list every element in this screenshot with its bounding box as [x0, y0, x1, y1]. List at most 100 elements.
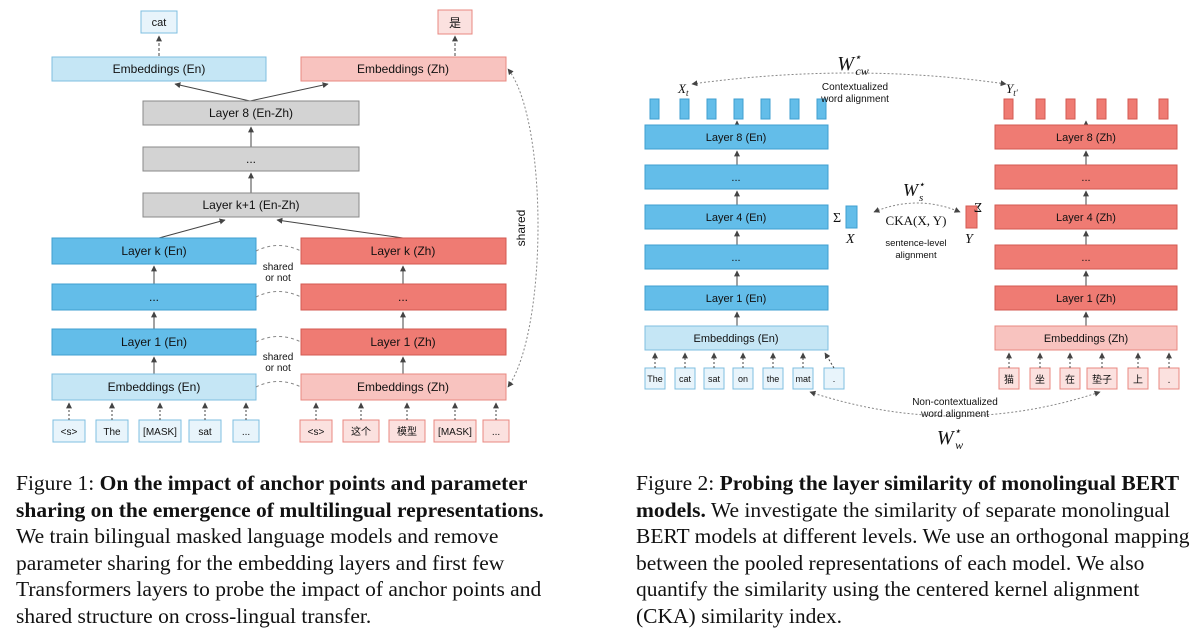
f2-zh-dots-upper [994, 164, 1178, 190]
f2-token-en-7-label: . [833, 374, 836, 384]
layer-8-shared [142, 100, 360, 126]
token-en-1-label: <s> [61, 427, 78, 438]
shared-or-not-label-1a: shared [263, 262, 294, 273]
f2-zh-layer-8-label: Layer 8 (Zh) [1056, 132, 1116, 144]
caption-1-lead: Figure 1: [16, 471, 95, 495]
caption-2-lead: Figure 2: [636, 471, 715, 495]
token-zh-3-label: 模型 [397, 425, 417, 438]
f2-token-en-5-label: the [767, 374, 780, 384]
ctx-align-label-1: Contextualized [822, 82, 888, 93]
output-embeddings-en [51, 56, 267, 82]
layer-k-zh-label: Layer k (Zh) [371, 244, 436, 258]
pooled-vector-x [845, 205, 858, 229]
vector-en-7 [816, 98, 827, 120]
output-vectors-en [649, 98, 827, 120]
f2-zh-layer-1-label: Layer 1 (Zh) [1056, 293, 1116, 305]
f2-token-en-1-label: The [647, 374, 663, 384]
nonctx-align-label-1: Non-contextualized [912, 397, 998, 408]
token-zh-4-label: [MASK] [438, 427, 472, 438]
f2-en-layer-4 [644, 204, 829, 230]
f2-tokens-zh: 猫 坐 在 垫子 上 . [998, 352, 1180, 390]
token-en-4-label: sat [198, 427, 212, 438]
f2-en-layer-4-label: Layer 4 (En) [706, 212, 767, 224]
f2-en-layer-1 [644, 285, 829, 311]
token-en-2-label: The [103, 427, 121, 438]
layer-1-en [51, 328, 257, 356]
vector-en-5 [760, 98, 771, 120]
vector-zh-2 [1035, 98, 1046, 120]
output-embeddings-zh-label: Embeddings (Zh) [357, 62, 449, 76]
output-embeddings-zh [300, 56, 507, 82]
input-embeddings-zh-label: Embeddings (Zh) [357, 380, 449, 394]
vector-zh-4 [1096, 98, 1107, 120]
token-zh-5-label: ... [492, 427, 500, 438]
shared-or-not-label-1b: or not [265, 273, 291, 284]
vector-en-1 [649, 98, 660, 120]
middle-layers-en [51, 283, 257, 311]
figure-2: Xt Yt′ W⋆cw Contextualized word alignmen… [644, 50, 1180, 452]
f2-token-zh-3-label: 在 [1065, 374, 1075, 386]
layer-k1-shared-label: Layer k+1 (En-Zh) [202, 198, 299, 212]
middle-layers-zh [300, 283, 507, 311]
sent-align-label-2: alignment [895, 250, 937, 261]
pooled-y-label: Y [965, 232, 975, 247]
f2-zh-embeddings [994, 325, 1178, 351]
output-token-zh-label: 是 [449, 16, 461, 30]
vector-zh-6 [1158, 98, 1169, 120]
shared-label: shared [514, 210, 528, 247]
f2-tokens-en: The cat sat on the mat . [644, 352, 845, 390]
layer-k-en [51, 237, 257, 265]
shared-or-not-label-2a: shared [263, 352, 294, 363]
vector-zh-3 [1065, 98, 1076, 120]
pooled-x-label: X [845, 232, 855, 247]
input-embeddings-en [51, 373, 257, 401]
cka-label: CKA(X, Y) [886, 213, 947, 228]
f2-zh-layer-4-label: Layer 4 (Zh) [1056, 212, 1116, 224]
output-embeddings-en-label: Embeddings (En) [113, 62, 206, 76]
caption-2-text: We investigate the similarity of separat… [636, 497, 1190, 628]
middle-layers-en-label: ... [149, 290, 159, 304]
layer-1-zh-label: Layer 1 (Zh) [370, 335, 435, 349]
f2-token-en-6-label: mat [795, 374, 811, 384]
layer-k-en-label: Layer k (En) [121, 244, 186, 258]
f2-zh-dots-upper-label: ... [1081, 172, 1090, 184]
f2-token-zh-4-label: 垫子 [1092, 373, 1112, 386]
f2-en-layer-1-label: Layer 1 (En) [706, 293, 767, 305]
f2-en-dots-upper-label: ... [731, 172, 740, 184]
caption-1-bold: On the impact of anchor points and param… [16, 471, 544, 522]
input-tokens-en: <s> The [MASK] sat ... [52, 402, 260, 443]
sent-align-label-1: sentence-level [885, 238, 946, 249]
f2-zh-embeddings-label: Embeddings (Zh) [1044, 333, 1128, 345]
f2-zh-dots-lower-label: ... [1081, 252, 1090, 264]
layer-8-shared-label: Layer 8 (En-Zh) [209, 106, 293, 120]
input-tokens-zh: <s> 这个 模型 [MASK] ... [299, 402, 510, 443]
figure-2-caption: Figure 2: Probing the layer similarity o… [636, 470, 1192, 629]
caption-1-text: We train bilingual masked language model… [16, 524, 542, 628]
output-vectors-zh [1003, 98, 1169, 120]
input-embeddings-en-label: Embeddings (En) [108, 380, 201, 394]
nonctx-align-label-2: word alignment [920, 409, 989, 420]
figure-canvas: cat 是 Embeddings (En) Embeddings (Zh) La… [51, 9, 1180, 452]
f2-token-zh-2-label: 坐 [1035, 374, 1045, 386]
layer-k-zh [300, 237, 507, 265]
token-zh-1-label: <s> [308, 427, 325, 438]
token-en-3-label: [MASK] [143, 427, 177, 438]
sigma-left: Σ [833, 211, 841, 226]
vector-zh-1 [1003, 98, 1014, 120]
f2-zh-layer-1 [994, 285, 1178, 311]
shared-middle-label: ... [246, 152, 256, 166]
f2-zh-dots-lower [994, 244, 1178, 270]
f2-en-layer-8-label: Layer 8 (En) [706, 132, 767, 144]
f2-token-zh-6-label: . [1168, 375, 1171, 386]
caption-2-bold: Probing the layer similarity of monoling… [636, 471, 1179, 522]
vector-en-4 [733, 98, 744, 120]
f2-token-zh-1-label: 猫 [1004, 373, 1014, 386]
f2-token-en-4-label: on [738, 374, 748, 384]
w-cw-label: W⋆cw [837, 50, 869, 78]
vector-zh-5 [1127, 98, 1138, 120]
f2-en-embeddings [644, 325, 829, 351]
vector-en-2 [679, 98, 690, 120]
f2-token-en-2-label: cat [679, 374, 692, 384]
f2-zh-layer-8 [994, 124, 1178, 150]
shared-or-not-label-2b: or not [265, 363, 291, 374]
